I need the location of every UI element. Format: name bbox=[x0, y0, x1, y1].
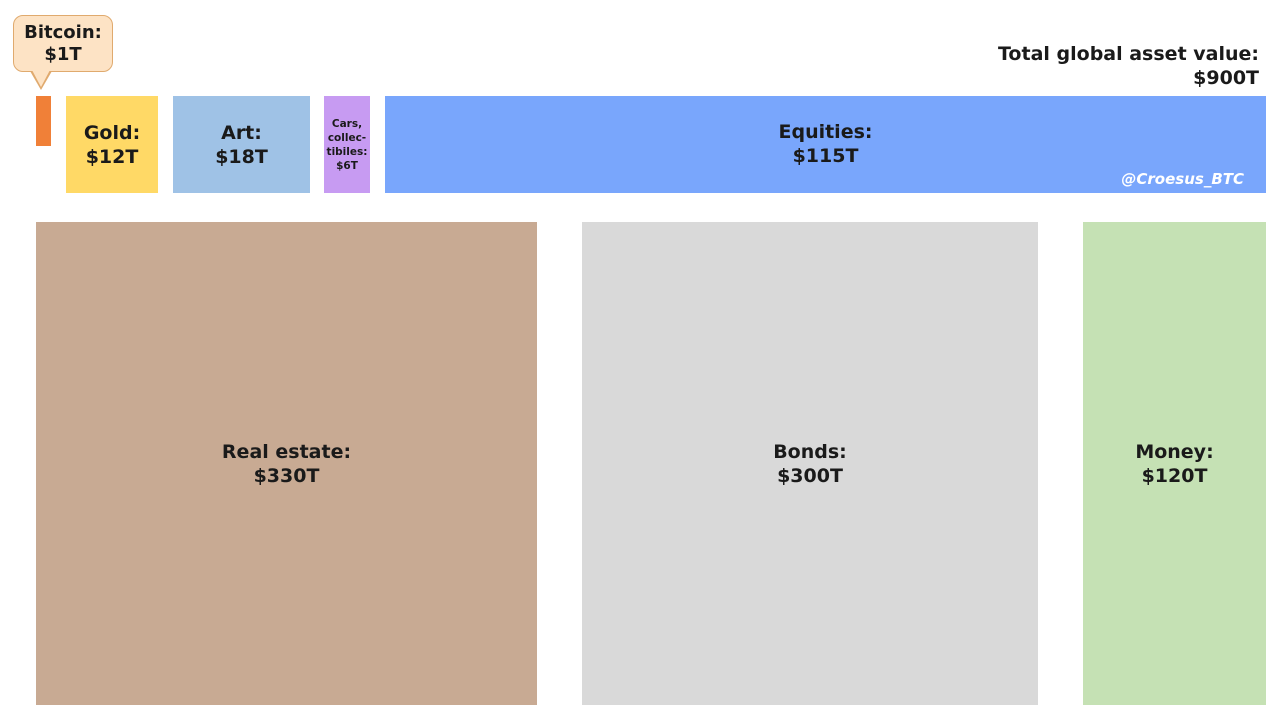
block-gold: Gold:$12T bbox=[66, 96, 158, 193]
block-cars: Cars, collec-tibiles:$6T bbox=[324, 96, 370, 193]
bitcoin-callout-value: $1T bbox=[44, 43, 82, 65]
block-label-bonds: Bonds: bbox=[773, 440, 847, 463]
total-value: Total global asset value: $900T bbox=[998, 42, 1259, 90]
block-value-art: $18T bbox=[215, 145, 268, 168]
block-art: Art:$18T bbox=[173, 96, 310, 193]
block-bitcoin bbox=[36, 96, 51, 146]
block-value-gold: $12T bbox=[85, 145, 139, 168]
block-value-real-estate: $330T bbox=[253, 464, 320, 487]
block-label-equities: Equities: bbox=[778, 121, 873, 143]
block-label-art: Art: bbox=[221, 121, 262, 144]
watermark: @Croesus_BTC bbox=[1121, 170, 1244, 188]
block-label-real-estate: Real estate: bbox=[221, 440, 352, 463]
block-value-bonds: $300T bbox=[777, 464, 843, 487]
total-amount: $900T bbox=[1193, 67, 1259, 89]
bitcoin-callout: Bitcoin: $1T bbox=[13, 15, 113, 72]
block-money: Money:$120T bbox=[1083, 222, 1266, 705]
bitcoin-callout-label: Bitcoin: bbox=[24, 21, 102, 43]
block-label-cars: Cars, collec-tibiles: bbox=[326, 117, 368, 158]
total-label: Total global asset value: bbox=[998, 43, 1259, 65]
block-bonds: Bonds:$300T bbox=[582, 222, 1038, 705]
block-real-estate: Real estate:$330T bbox=[36, 222, 537, 705]
block-value-cars: $6T bbox=[336, 159, 358, 172]
block-label-gold: Gold: bbox=[83, 121, 141, 144]
block-label-money: Money: bbox=[1135, 440, 1214, 463]
block-equities: Equities:$115T bbox=[385, 96, 1266, 193]
bitcoin-callout-pointer-fill bbox=[32, 70, 50, 87]
block-value-equities: $115T bbox=[792, 145, 859, 167]
block-value-money: $120T bbox=[1141, 464, 1208, 487]
